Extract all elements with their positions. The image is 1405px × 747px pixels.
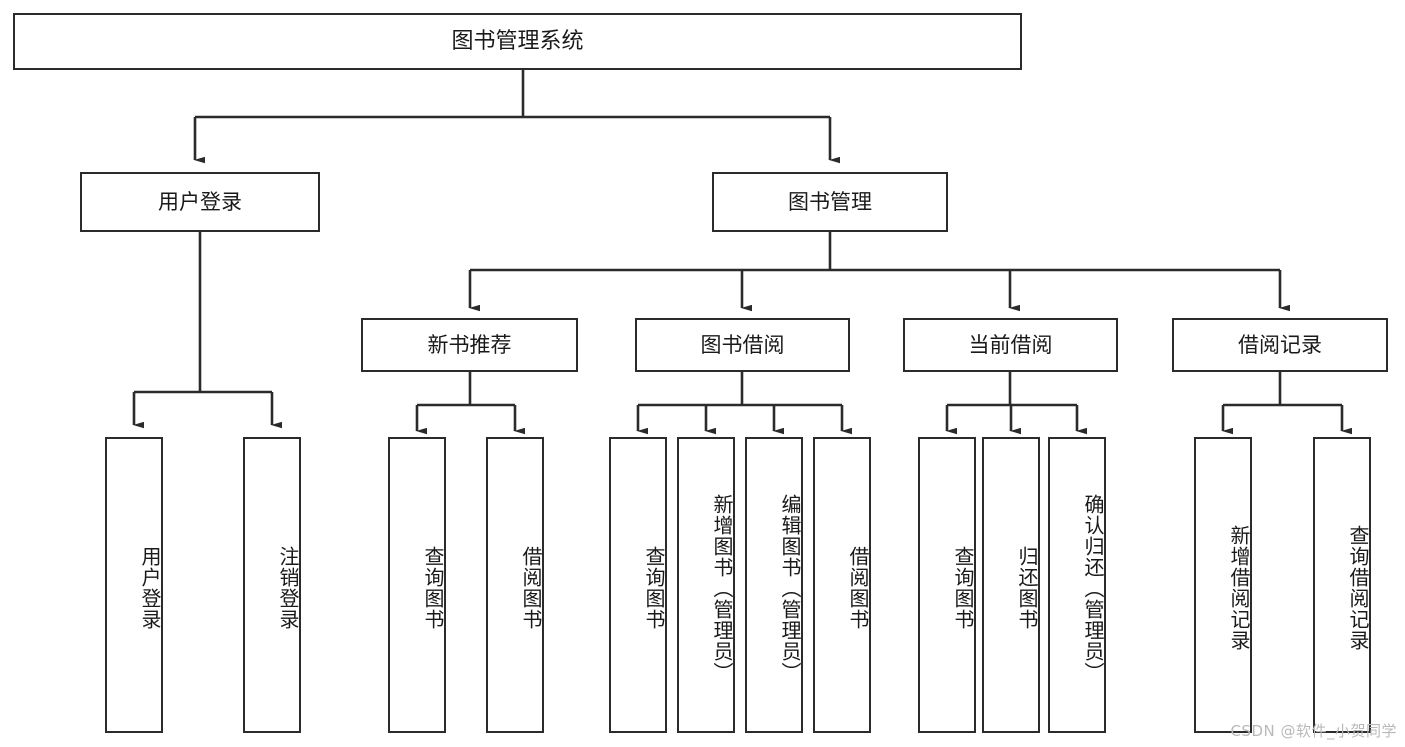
leaf-add-book[interactable]: 新增图书（管理员） bbox=[677, 437, 735, 733]
node-label: 新书推荐 bbox=[427, 332, 512, 357]
node-new-book-recommend[interactable]: 新书推荐 bbox=[361, 318, 578, 372]
node-user-login[interactable]: 用户登录 bbox=[80, 172, 320, 232]
node-label: 图书管理系统 bbox=[451, 28, 584, 54]
node-label: 图书借阅 bbox=[700, 332, 785, 357]
node-label: 用户登录 bbox=[138, 546, 162, 630]
node-label: 当前借阅 bbox=[968, 332, 1053, 357]
leaf-edit-book[interactable]: 编辑图书（管理员） bbox=[745, 437, 803, 733]
node-label: 借阅图书 bbox=[519, 546, 543, 630]
leaf-query-book-borrow[interactable]: 查询图书 bbox=[609, 437, 667, 733]
leaf-confirm-return[interactable]: 确认归还（管理员） bbox=[1048, 437, 1106, 733]
node-label: 注销登录 bbox=[276, 546, 300, 630]
leaf-logout-login[interactable]: 注销登录 bbox=[243, 437, 301, 733]
node-borrow-record[interactable]: 借阅记录 bbox=[1172, 318, 1388, 372]
node-label: 借阅记录 bbox=[1238, 332, 1322, 357]
node-label: 编辑图书（管理员） bbox=[778, 493, 802, 683]
node-root-book-management-system[interactable]: 图书管理系统 bbox=[13, 13, 1022, 70]
node-label: 新增借阅记录 bbox=[1227, 525, 1251, 651]
node-label: 确认归还（管理员） bbox=[1081, 493, 1105, 683]
node-label: 查询借阅记录 bbox=[1346, 525, 1370, 651]
node-book-manage[interactable]: 图书管理 bbox=[712, 172, 948, 232]
leaf-query-book-current[interactable]: 查询图书 bbox=[918, 437, 976, 733]
node-label: 查询图书 bbox=[951, 546, 975, 630]
node-label: 查询图书 bbox=[421, 546, 445, 630]
node-label: 图书管理 bbox=[788, 189, 872, 214]
leaf-borrow-book-recommend[interactable]: 借阅图书 bbox=[486, 437, 544, 733]
leaf-user-login[interactable]: 用户登录 bbox=[105, 437, 163, 733]
node-book-borrow[interactable]: 图书借阅 bbox=[635, 318, 850, 372]
node-current-borrow[interactable]: 当前借阅 bbox=[903, 318, 1118, 372]
leaf-borrow-book[interactable]: 借阅图书 bbox=[813, 437, 871, 733]
leaf-return-book[interactable]: 归还图书 bbox=[982, 437, 1040, 733]
node-label: 查询图书 bbox=[642, 546, 666, 630]
node-label: 借阅图书 bbox=[846, 546, 870, 630]
leaf-add-borrow-record[interactable]: 新增借阅记录 bbox=[1194, 437, 1252, 733]
node-label: 归还图书 bbox=[1015, 546, 1039, 630]
leaf-query-borrow-record[interactable]: 查询借阅记录 bbox=[1313, 437, 1371, 733]
node-label: 用户登录 bbox=[158, 189, 242, 214]
node-label: 新增图书（管理员） bbox=[710, 493, 734, 683]
leaf-query-book-recommend[interactable]: 查询图书 bbox=[388, 437, 446, 733]
